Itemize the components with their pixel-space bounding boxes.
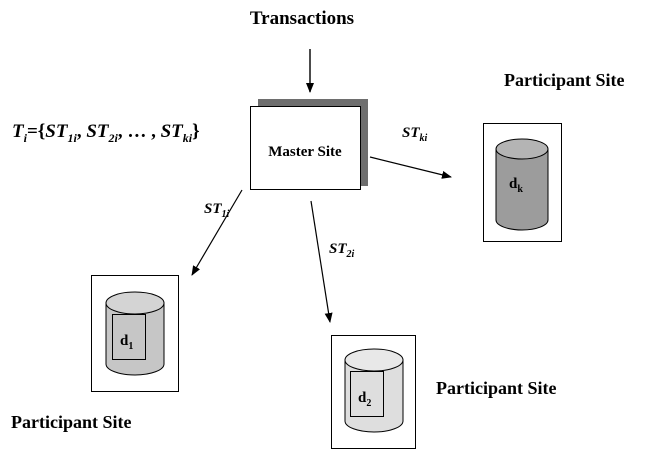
formula-stk-var: ST [161,121,185,142]
formula-st2-sub: 2i [108,131,119,145]
edge-label-stki: STki [402,125,428,144]
formula-stk-sub: ki [183,131,193,145]
participant-site-k: dk [483,123,562,242]
edge-label-st2i: ST2i [329,241,355,260]
formula-close: } [192,121,200,142]
formula-st1-var: ST [45,121,69,142]
database-k-var: d [509,176,518,192]
participant-site-1-label: Participant Site [11,412,131,432]
transaction-formula: Ti={ST1i, ST2i, … , STki} [12,121,200,145]
edge-to-site-2 [310,200,333,323]
edge-label-st2i-var: ST [329,241,347,257]
participant-site-1: d1 [91,275,179,392]
database-1-label: d1 [120,333,133,352]
participant-site-2: d2 [331,335,416,449]
edge-to-site-1 [191,189,243,276]
master-site-node: Master Site [250,99,368,190]
edge-label-st1i: ST1i [204,201,230,220]
edge-to-site-k [369,156,452,179]
formula-eq-open: ={ [27,121,45,142]
formula-st1-sub: 1i [67,131,77,145]
edge-label-st1i-sub: 1i [222,209,230,220]
edge-label-stki-var: ST [402,125,420,141]
database-2-sub: 2 [366,398,371,409]
edge-label-st2i-sub: 2i [346,249,355,260]
edge-label-st1i-var: ST [204,201,222,217]
transactions-title: Transactions [250,8,354,29]
database-2-label: d2 [358,390,371,409]
formula-ellipsis: … [127,121,146,142]
database-1-icon [105,291,165,376]
database-2-var: d [358,390,367,406]
participant-site-2-label: Participant Site [436,378,556,398]
formula-lhs-sub: i [24,131,28,145]
master-site-label: Master Site [268,144,342,160]
database-k-sub: k [517,184,523,195]
database-k-label: dk [509,176,523,195]
database-1-var: d [120,333,129,349]
formula-lhs-var: T [12,121,25,142]
database-2-icon [344,348,404,433]
formula-st2-var: ST [86,121,110,142]
participant-site-k-label: Participant Site [504,70,624,90]
edge-label-stki-sub: ki [420,133,428,144]
master-site-box [250,106,361,190]
database-1-sub: 1 [128,341,133,352]
database-k-icon [495,138,549,231]
